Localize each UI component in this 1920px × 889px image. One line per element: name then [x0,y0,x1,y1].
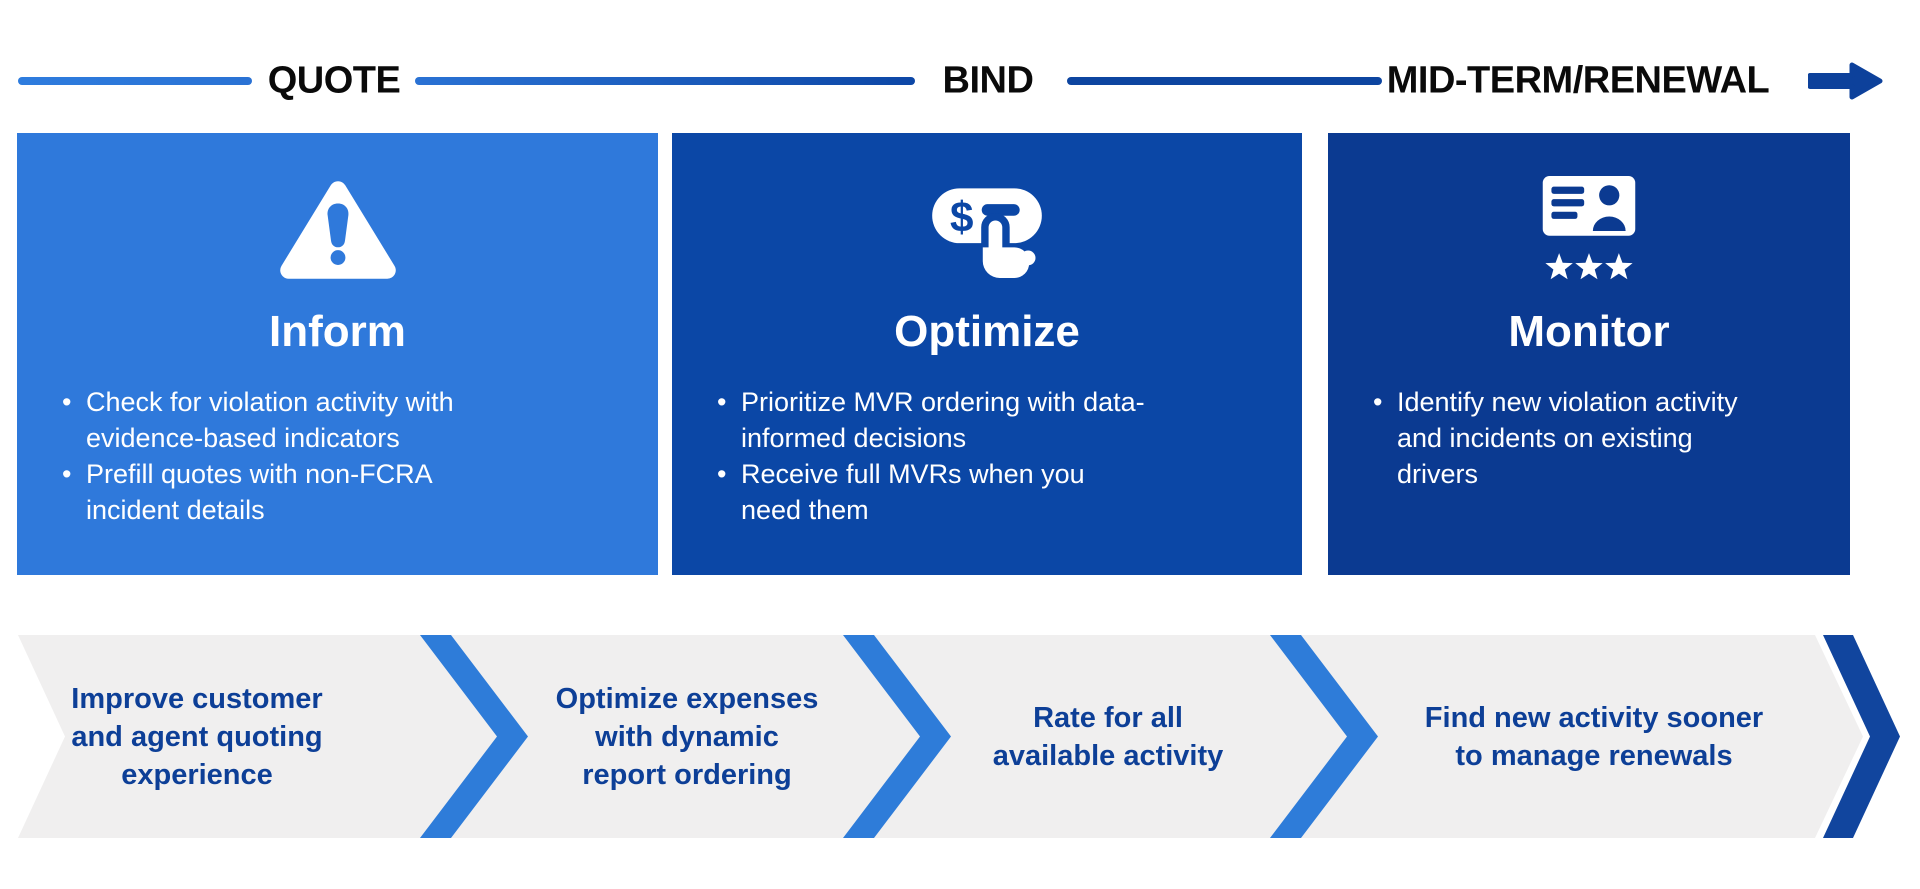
id-card-stars-icon [1542,176,1636,280]
stage-card-inform: Inform Check for violation activity with… [17,133,658,575]
flow-band-graphic [18,635,1900,838]
svg-text:$: $ [950,193,973,240]
flow-step-4: Find new activity sooner to manage renew… [1424,701,1764,772]
end-chevron-icon [1823,635,1900,838]
timeline-line-3 [1067,77,1382,85]
card-bullets: Identify new violation activity and inci… [1371,384,1738,492]
chevron-separator-1 [420,635,528,838]
flow-band: Improve customer and agent quoting exper… [0,635,1920,838]
chevron-separator-2 [843,635,951,838]
bullet-item: Identify new violation activity and inci… [1371,384,1738,492]
flow-step-3: Rate for all available activity [992,701,1224,772]
tap-pay-icon: $ [932,187,1042,278]
card-title: Inform [269,307,406,356]
card-bullets: Prioritize MVR ordering with data- infor… [715,384,1145,528]
card-icon-wrap [277,170,399,290]
card-title: Optimize [894,307,1080,356]
arrow-right-icon [1808,62,1883,100]
stage-label-bind: BIND [942,59,1034,102]
timeline-line-2 [415,77,915,85]
flow-step-2: Optimize expenses with dynamic report or… [555,682,819,791]
stage-label-midterm: MID-TERM/RENEWAL [1386,59,1770,102]
stage-label-quote: QUOTE [267,59,401,102]
card-bullets: Check for violation activity with eviden… [60,384,454,528]
card-icon-wrap: $ [929,170,1045,290]
card-title: Monitor [1508,307,1670,356]
bullet-item: Prioritize MVR ordering with data- infor… [715,384,1145,456]
timeline-line-1 [18,77,252,85]
warning-triangle-icon [279,181,396,279]
stage-card-monitor: Monitor Identify new violation activity … [1328,133,1850,575]
bullet-item: Prefill quotes with non-FCRA incident de… [60,456,454,528]
bullet-item: Check for violation activity with eviden… [60,384,454,456]
flow-step-1: Improve customer and agent quoting exper… [71,682,323,791]
chevron-separator-3 [1270,635,1378,838]
card-icon-wrap [1536,170,1642,290]
bullet-item: Receive full MVRs when you need them [715,456,1145,528]
stage-card-optimize: $ Optimize Prioritize MVR ordering with … [672,133,1302,575]
